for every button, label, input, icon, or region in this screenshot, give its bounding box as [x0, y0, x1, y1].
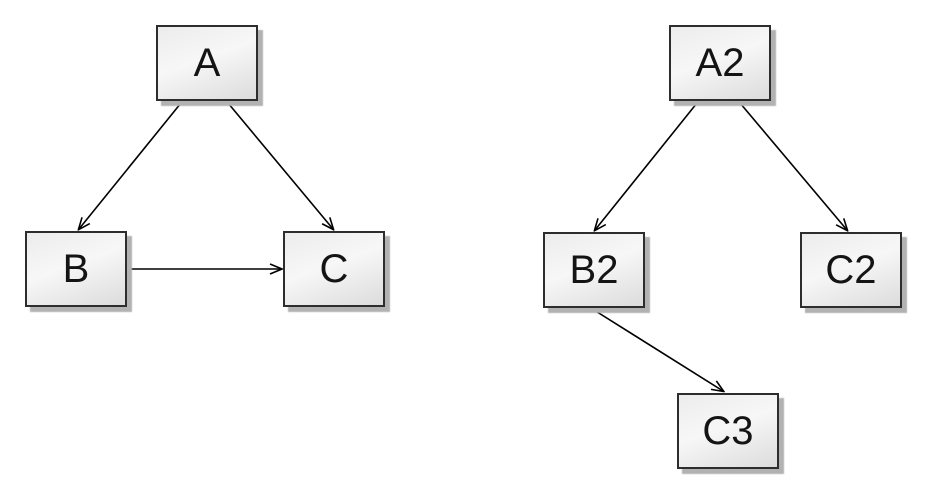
- edge-a2-to-b2: [595, 102, 698, 230]
- node-a2-label: A2: [695, 41, 745, 85]
- node-c2: C2: [800, 232, 902, 308]
- node-c3-label: C3: [702, 409, 754, 453]
- edge-a-to-b: [79, 102, 182, 229]
- node-b2-label: B2: [569, 248, 619, 292]
- node-c: C: [283, 231, 385, 307]
- node-c3: C3: [677, 393, 779, 469]
- node-b: B: [25, 231, 127, 307]
- edge-b2-to-c3: [593, 309, 723, 391]
- node-a: A: [156, 25, 258, 101]
- node-a-label: A: [193, 41, 221, 85]
- node-b-label: B: [62, 247, 90, 291]
- node-b2: B2: [543, 232, 645, 308]
- edge-a-to-c: [227, 102, 333, 229]
- edge-a2-to-c2: [739, 102, 847, 230]
- node-c2-label: C2: [825, 248, 877, 292]
- node-c-label: C: [319, 247, 349, 291]
- node-a2: A2: [669, 25, 771, 101]
